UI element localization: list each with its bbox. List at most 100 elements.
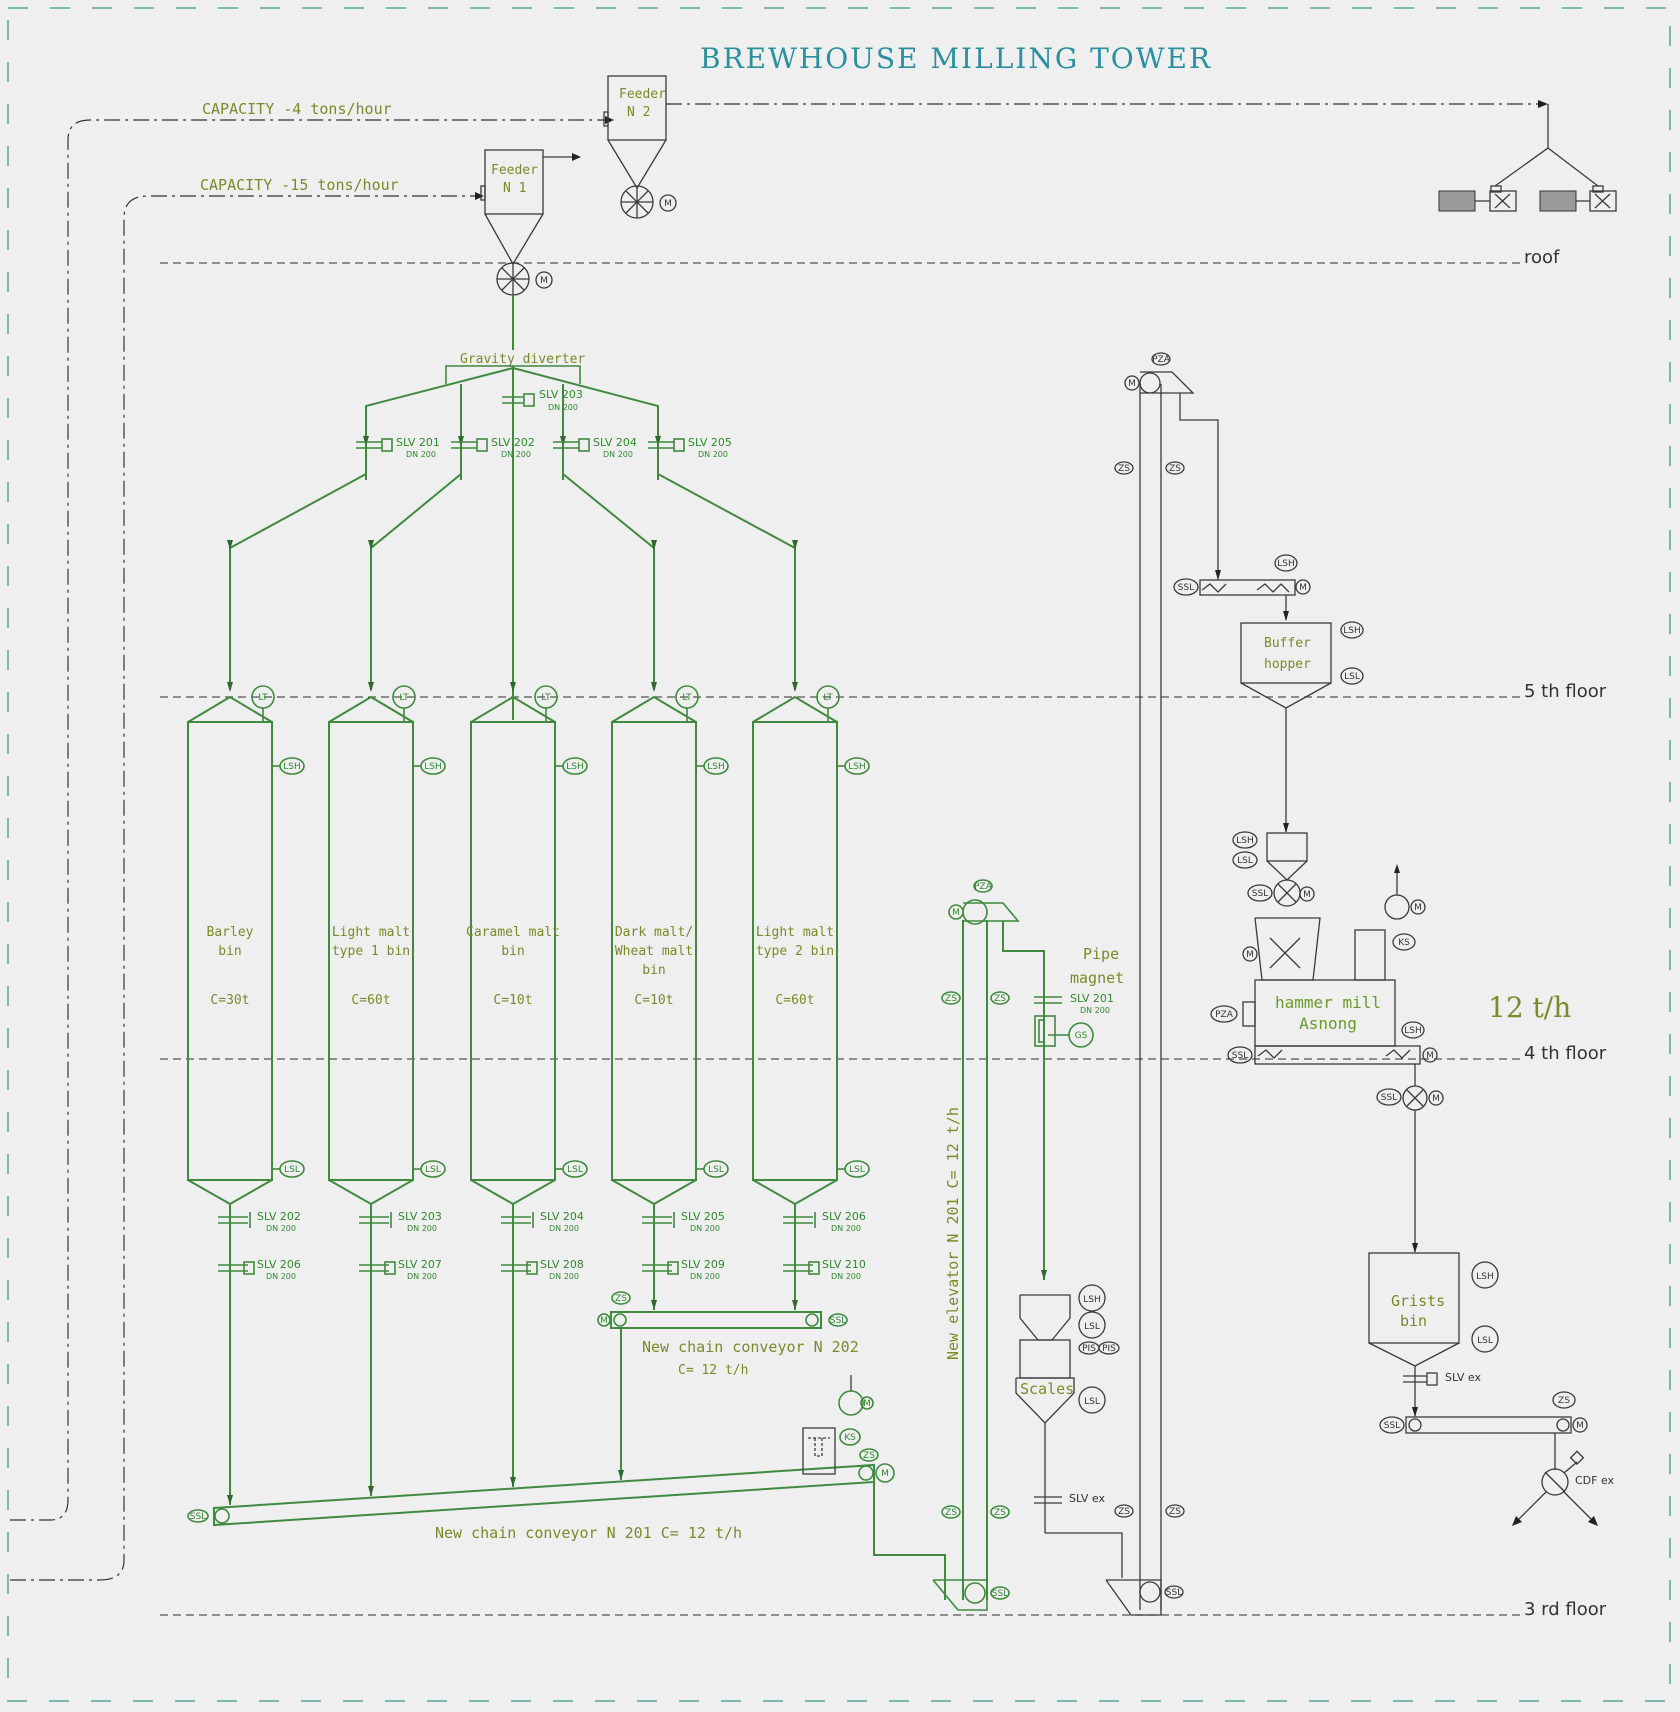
feeder-n1-label: Feeder <box>491 163 538 178</box>
svg-text:SLV 202: SLV 202 <box>257 1210 301 1223</box>
bucket-elevator-main[interactable]: M PZA ZS ZS ZS ZS SSL <box>1105 352 1221 1616</box>
svg-text:LSH: LSH <box>848 762 866 772</box>
scales-valve-label: SLV ex <box>1069 1492 1105 1505</box>
svg-text:LSL: LSL <box>1237 856 1253 866</box>
bin-label: Light malt <box>332 925 410 940</box>
svg-text:SSL: SSL <box>1232 1051 1248 1061</box>
svg-text:LSL: LSL <box>1477 1336 1493 1346</box>
arrow-icon <box>1538 100 1548 108</box>
chain-conveyor-n202[interactable]: M ZS SSL New chain conveyor N 202 C= 12 … <box>597 1291 859 1480</box>
svg-text:ZS: ZS <box>945 1508 957 1518</box>
svg-text:M: M <box>863 1399 871 1409</box>
bin-label: Dark malt/ <box>615 925 693 940</box>
dust-filter <box>802 1427 836 1475</box>
svg-text:SLV 208: SLV 208 <box>540 1258 584 1271</box>
ssl-switch-icon <box>187 1509 209 1523</box>
floor-label-4th: 4 th floor <box>1524 1043 1607 1064</box>
ssl-switch-icon <box>828 1313 848 1327</box>
svg-text:DN 200: DN 200 <box>603 450 633 459</box>
svg-text:LSL: LSL <box>1084 1322 1100 1332</box>
svg-text:DN 200: DN 200 <box>266 1272 296 1281</box>
bin-capacity: C=30t <box>210 993 249 1008</box>
svg-text:M: M <box>540 276 548 286</box>
gravity-diverter[interactable]: Gravity diverter SLV 203 DN 200 <box>365 352 659 720</box>
arrow-icon <box>605 116 614 124</box>
svg-text:DN 200: DN 200 <box>690 1272 720 1281</box>
feed-lines: CAPACITY -4 tons/hour CAPACITY -15 tons/… <box>10 100 614 1581</box>
motor-icon <box>659 194 677 212</box>
drawing-frame <box>7 7 1671 1702</box>
hammer-mill[interactable]: LSH LSL SSL M M KS M hammer mill Asnong … <box>1210 831 1571 1253</box>
valve-slv-203[interactable]: SLV 203 DN 200 <box>502 388 583 412</box>
bin-label: Caramel malt <box>466 925 560 940</box>
hammer-mill-label: hammer mill <box>1275 993 1381 1012</box>
feeder-n1[interactable]: Feeder N 1 M <box>480 149 581 350</box>
scales[interactable]: Scales LSH LSL PIS PIS LSL SLV ex <box>1015 1284 1123 1578</box>
svg-text:SLV 201: SLV 201 <box>396 436 440 449</box>
svg-text:SLV 207: SLV 207 <box>398 1258 442 1271</box>
bin-label-cont: bin <box>642 963 665 978</box>
feeder-n2-number: N 2 <box>627 105 650 120</box>
floor-label-roof: roof <box>1524 247 1560 268</box>
svg-text:SLV 204: SLV 204 <box>593 436 637 449</box>
svg-text:KS: KS <box>844 1433 856 1443</box>
svg-text:SSL: SSL <box>1381 1093 1397 1103</box>
svg-text:LSH: LSH <box>424 762 442 772</box>
bin-label-cont: bin <box>501 944 524 959</box>
grists-bin[interactable]: Grists bin LSH LSL SLV ex SSL M ZS CDF e… <box>1368 1252 1615 1526</box>
svg-text:M: M <box>1246 950 1254 960</box>
feeder-n1-number: N 1 <box>503 181 526 196</box>
svg-text:LSH: LSH <box>1476 1272 1494 1282</box>
svg-text:M: M <box>664 199 672 209</box>
motor-icon <box>948 904 964 920</box>
svg-text:DN 200: DN 200 <box>831 1272 861 1281</box>
buffer-hopper[interactable]: SSL M LSH Buffer hopper LSH LSL <box>1173 554 1364 833</box>
chain-conveyor-n201[interactable]: SSL M ZS New chain conveyor N 201 C= 12 … <box>187 1375 946 1600</box>
grists-bin-label: Grists <box>1391 1292 1445 1310</box>
svg-text:M: M <box>952 908 960 918</box>
svg-text:DN 200: DN 200 <box>690 1224 720 1233</box>
svg-text:M: M <box>1426 1051 1434 1061</box>
svg-text:LSH: LSH <box>1404 1026 1422 1036</box>
roof-blowers <box>1438 185 1617 212</box>
diagram-title: BREWHOUSE MILLING TOWER <box>700 42 1212 75</box>
svg-text:DN 200: DN 200 <box>831 1224 861 1233</box>
svg-text:DN 200: DN 200 <box>548 403 578 412</box>
bucket-elevator-n201[interactable]: M PZA ZS ZS ZS ZS SSL New elevator N 201… <box>932 879 1047 1611</box>
bin-label-cont: bin <box>218 944 241 959</box>
svg-text:LSL: LSL <box>425 1165 441 1175</box>
feeder-n2[interactable]: Feeder N 2 M <box>603 75 1599 219</box>
pza-switch-icon <box>973 879 993 893</box>
zs-switch-icon <box>990 1505 1010 1519</box>
svg-text:LSH: LSH <box>566 762 584 772</box>
svg-text:LSH: LSH <box>1236 836 1254 846</box>
svg-text:M: M <box>1432 1094 1440 1104</box>
svg-text:LSH: LSH <box>1343 626 1361 636</box>
pipe-magnet[interactable]: Pipe magnet SLV 201 DN 200 GS <box>1034 945 1124 1048</box>
fan-icon <box>1384 894 1410 920</box>
svg-text:DN 200: DN 200 <box>407 1224 437 1233</box>
zs-switch-icon <box>611 1291 631 1305</box>
bin-capacity: C=10t <box>634 993 673 1008</box>
